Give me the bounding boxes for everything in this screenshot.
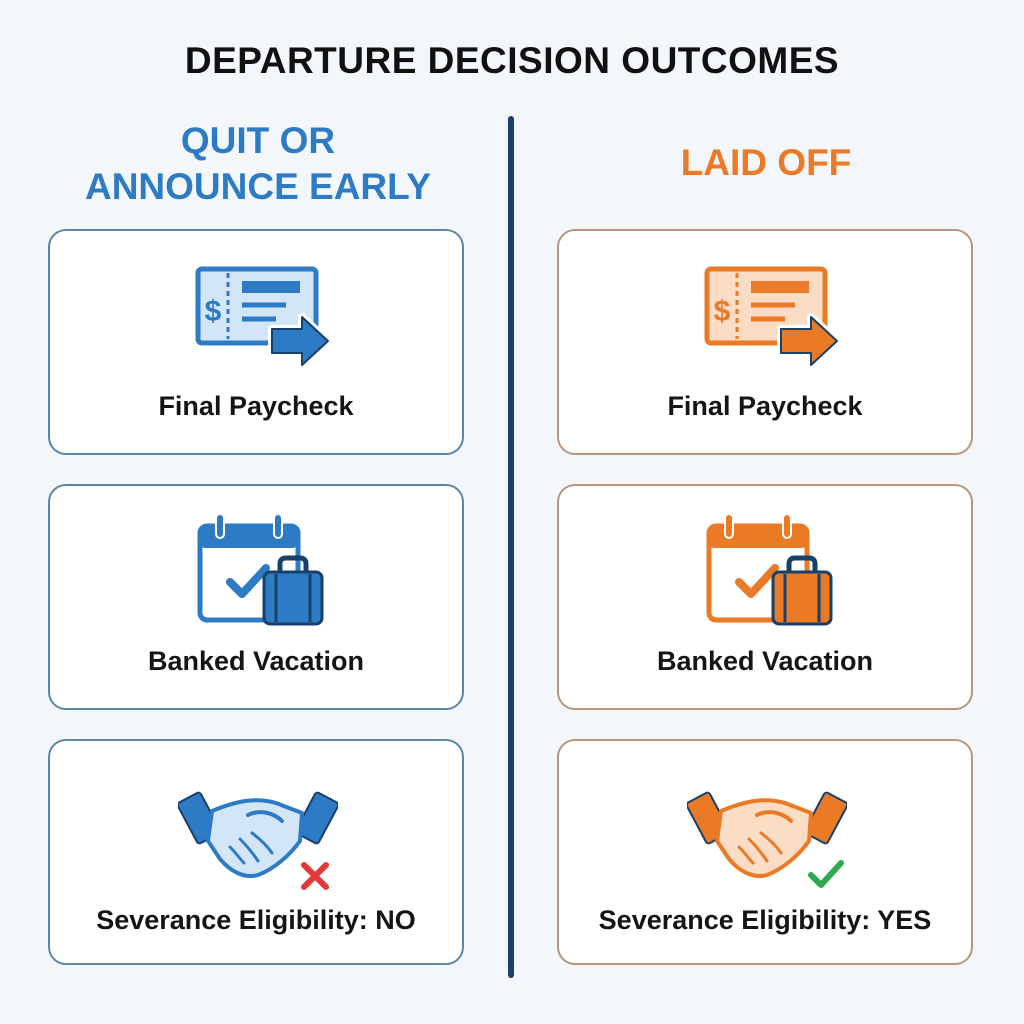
svg-text:$: $ (714, 295, 731, 328)
column-heading-line: QUIT OR (180, 120, 336, 161)
calendar-suitcase-icon (197, 513, 324, 626)
card-severance-laid-off: Severance Eligibility: YES (557, 739, 973, 965)
column-heading-line: ANNOUNCE EARLY (84, 166, 432, 207)
card-banked-vacation-laid-off: Banked Vacation (557, 484, 973, 710)
card-banked-vacation-quit: Banked Vacation (48, 484, 464, 710)
card-label: Banked Vacation (656, 646, 874, 676)
column-divider (508, 116, 514, 978)
card-label: Severance Eligibility: NO (96, 905, 416, 935)
calendar-suitcase-icon (706, 513, 833, 626)
card-label: Banked Vacation (147, 646, 365, 676)
paycheck-icon: $ (195, 266, 332, 369)
cross-icon (301, 862, 329, 890)
handshake-icon (687, 791, 847, 888)
card-severance-quit: Severance Eligibility: NO (48, 739, 464, 965)
column-heading-laid-off: LAID OFF (556, 140, 976, 186)
check-icon (808, 860, 844, 888)
card-label: Final Paycheck (158, 391, 354, 421)
svg-text:$: $ (205, 295, 222, 328)
handshake-icon (178, 791, 338, 890)
card-final-paycheck-laid-off: $ Final Paycheck (557, 229, 973, 455)
card-label: Final Paycheck (667, 391, 863, 421)
card-label: Severance Eligibility: YES (598, 905, 932, 935)
card-final-paycheck-quit: $ Final Paycheck (48, 229, 464, 455)
page-title: DEPARTURE DECISION OUTCOMES (184, 40, 840, 81)
paycheck-icon: $ (704, 266, 841, 369)
column-heading-quit: QUIT OR ANNOUNCE EARLY (48, 118, 468, 210)
column-heading-line: LAID OFF (680, 142, 852, 183)
